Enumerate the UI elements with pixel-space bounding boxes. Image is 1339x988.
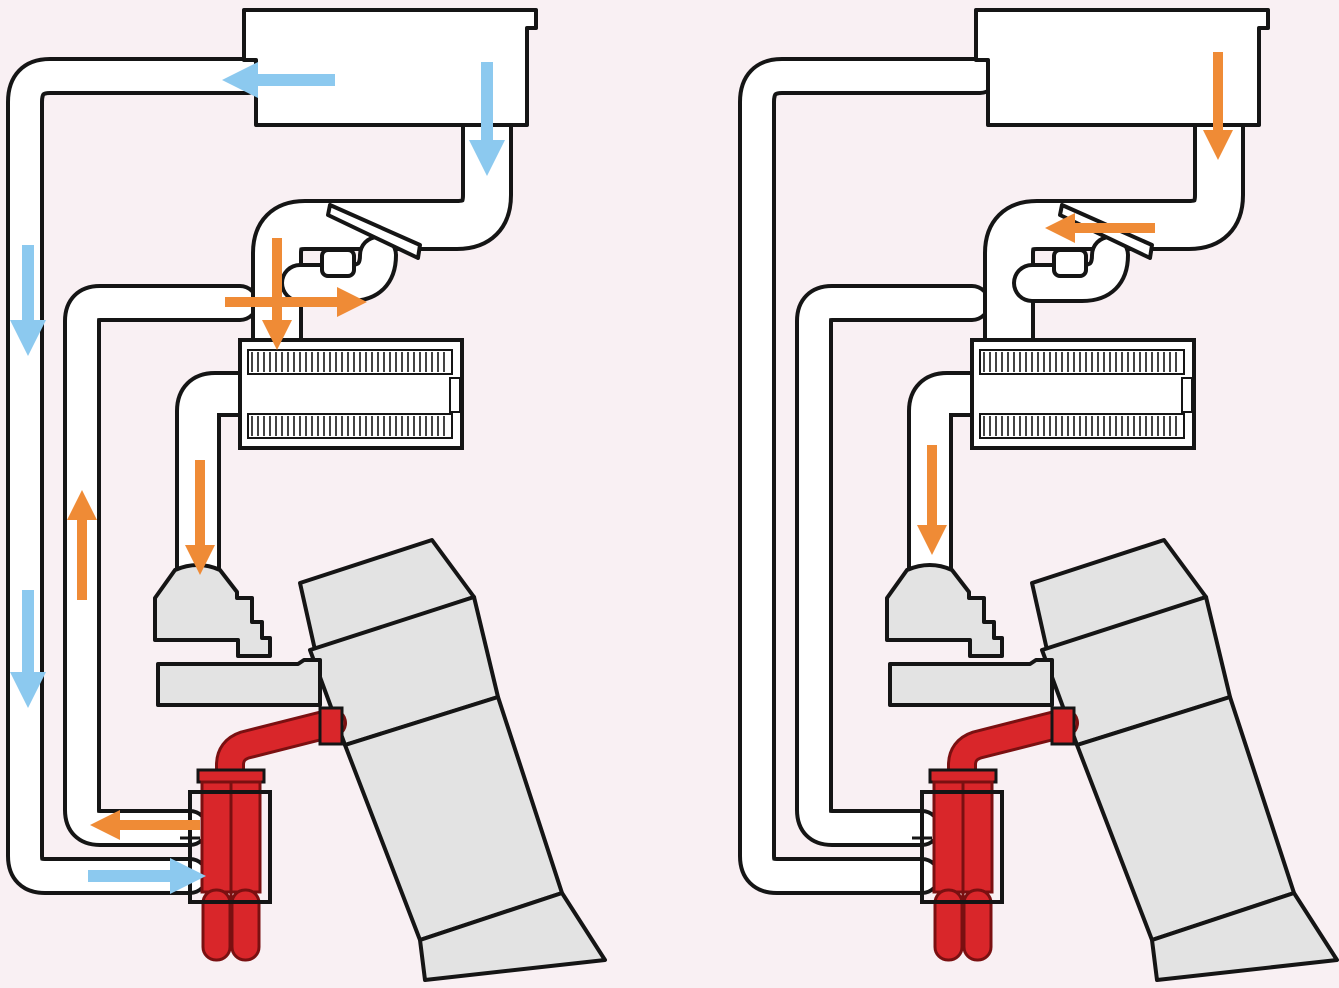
diagram-left [25, 10, 605, 980]
flow-arrows-right [917, 52, 1233, 555]
diagram-right [757, 10, 1337, 980]
flow-arrows-left [10, 62, 505, 894]
